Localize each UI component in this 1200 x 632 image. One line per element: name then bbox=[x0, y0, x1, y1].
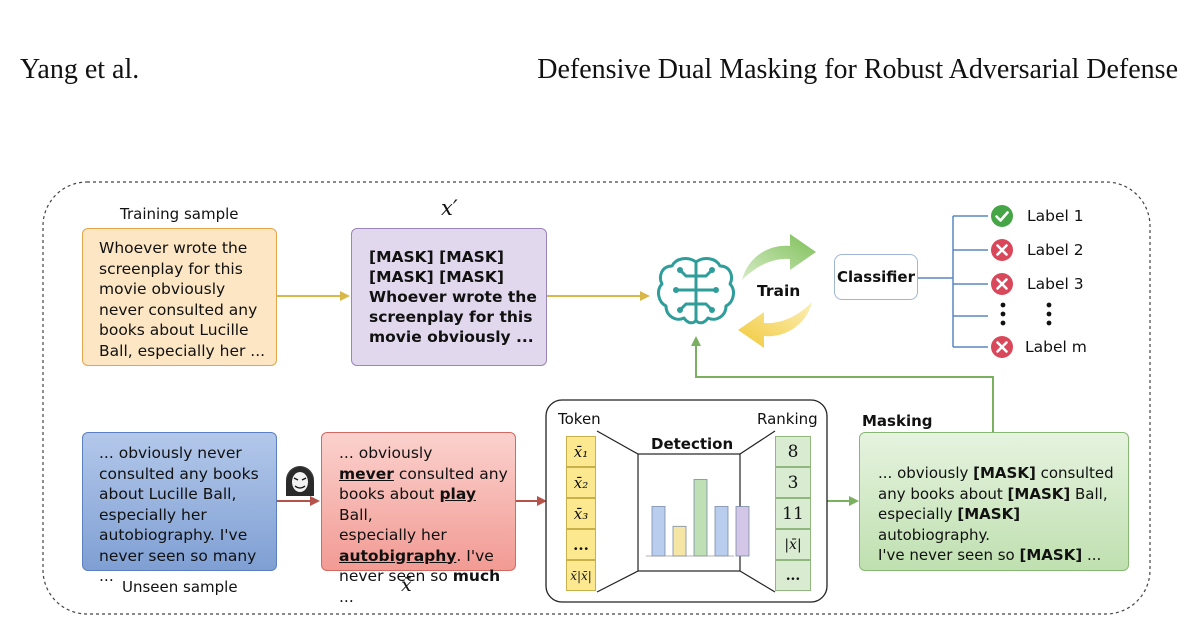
masking-text: ... bbox=[1082, 546, 1102, 564]
rank-cell: 11 bbox=[775, 498, 811, 529]
masked-line-4: screenplay for this bbox=[369, 308, 533, 326]
unseen-sample-box: ... obviously never consulted any books … bbox=[82, 432, 277, 585]
mask-token: [MASK] bbox=[957, 505, 1021, 523]
classifier-label: Classifier bbox=[837, 268, 915, 286]
adv-text-part: especially her bbox=[339, 526, 447, 544]
adv-text-part: books about bbox=[339, 485, 440, 503]
token-cell: x̄₁ bbox=[566, 436, 596, 467]
detection-bar bbox=[693, 479, 708, 557]
arrow-masking-to-model bbox=[691, 336, 994, 432]
token-column: x̄₁ x̄₂ x̄₃ ... x̄|x̄| bbox=[566, 436, 596, 593]
detection-bar-chart bbox=[646, 479, 750, 557]
adv-text-part: never seen so bbox=[339, 567, 453, 585]
adv-text-part: consulted any bbox=[393, 464, 508, 483]
detection-bar bbox=[735, 506, 750, 557]
perturbed-word-3: autobigraphy bbox=[339, 546, 457, 565]
rank-cell: ... bbox=[775, 560, 811, 591]
detection-bar bbox=[651, 506, 666, 557]
mask-token: [MASK] bbox=[973, 464, 1036, 482]
training-sample-text: Whoever wrote the screenplay for this mo… bbox=[99, 239, 266, 360]
detection-title: Detection bbox=[651, 435, 734, 453]
mask-token: [MASK] bbox=[1007, 484, 1071, 503]
rank-cell: 8 bbox=[775, 436, 811, 467]
masking-line-2: any books about [MASK] Ball, bbox=[878, 484, 1124, 505]
unseen-sample-text: ... obviously never consulted any books … bbox=[99, 444, 259, 585]
adversarial-sample-text: ... obviously mever consulted any books … bbox=[339, 443, 511, 607]
adv-text-part: ... obviously bbox=[339, 444, 433, 462]
masking-box: ... obviously [MASK] consulted any books… bbox=[859, 432, 1129, 571]
adv-text-part: ... bbox=[339, 587, 354, 606]
hacker-icon bbox=[286, 466, 314, 496]
classifier-tree-lines bbox=[918, 215, 988, 348]
masking-text: any books about bbox=[878, 484, 1008, 503]
unseen-sample-label: Unseen sample bbox=[122, 578, 238, 596]
token-cell: x̄₃ bbox=[566, 498, 596, 529]
check-icon bbox=[991, 205, 1013, 227]
train-label: Train bbox=[757, 282, 801, 300]
masking-line-4: I've never seen so [MASK] ... bbox=[878, 545, 1124, 566]
running-head-authors: Yang et al. bbox=[20, 54, 140, 85]
training-sample-box: Whoever wrote the screenplay for this mo… bbox=[82, 228, 277, 366]
detection-bar bbox=[672, 525, 687, 557]
training-sample-label: Training sample bbox=[120, 205, 239, 223]
cross-icon bbox=[991, 239, 1013, 261]
adv-text-part: . I've bbox=[456, 546, 494, 565]
train-cycle-arrow-up bbox=[742, 234, 816, 280]
perturbed-word-2: play bbox=[439, 485, 476, 503]
masked-line-5: movie obviously ... bbox=[369, 328, 534, 346]
masking-label: Masking bbox=[862, 412, 933, 430]
masked-line-2: [MASK] [MASK] bbox=[369, 268, 504, 286]
neural-model-brain-icon bbox=[657, 257, 735, 325]
masking-text: consulted bbox=[1035, 464, 1114, 482]
ellipsis-dots bbox=[1000, 302, 1052, 326]
label-3-text: Label 3 bbox=[1027, 275, 1084, 293]
masking-line-1: ... obviously [MASK] consulted bbox=[878, 463, 1124, 484]
cross-icon bbox=[991, 273, 1013, 295]
perturbed-word-4: much bbox=[452, 567, 501, 585]
masked-training-box: [MASK] [MASK] [MASK] [MASK] Whoever wrot… bbox=[351, 228, 547, 366]
masking-text: especially bbox=[878, 505, 958, 523]
label-m-text: Label m bbox=[1025, 338, 1087, 356]
dashed-frame bbox=[42, 181, 1151, 615]
masked-input-symbol: x′ bbox=[441, 196, 458, 220]
masked-line-3: Whoever wrote the bbox=[369, 288, 537, 306]
detection-bar bbox=[714, 506, 729, 557]
masking-text: ... obviously bbox=[878, 464, 974, 482]
masking-text: Ball, bbox=[1070, 484, 1108, 503]
masking-text: autobiography. bbox=[878, 525, 991, 544]
rank-cell: |x̄| bbox=[775, 529, 811, 560]
adversarial-sample-box: ... obviously mever consulted any books … bbox=[321, 432, 516, 606]
masked-line-1: [MASK] [MASK] bbox=[369, 248, 504, 266]
running-head-title: Defensive Dual Masking for Robust Advers… bbox=[537, 54, 1178, 85]
ranking-column: 8 3 11 |x̄| ... bbox=[775, 436, 811, 593]
masking-line-3: especially [MASK] autobiography. bbox=[878, 504, 1124, 545]
cross-icon bbox=[991, 336, 1013, 358]
adversarial-symbol: x̄ bbox=[401, 574, 412, 596]
label-2-text: Label 2 bbox=[1027, 241, 1084, 259]
token-cell: x̄₂ bbox=[566, 467, 596, 498]
ranking-column-label: Ranking bbox=[757, 410, 818, 428]
mask-token: [MASK] bbox=[1019, 546, 1083, 564]
train-cycle-arrow-down bbox=[738, 302, 812, 348]
label-1-text: Label 1 bbox=[1027, 207, 1084, 225]
adv-text-part: Ball, bbox=[339, 505, 373, 524]
perturbed-word-1: mever bbox=[339, 464, 394, 483]
classifier-box: Classifier bbox=[834, 254, 918, 300]
token-column-label: Token bbox=[558, 410, 601, 428]
token-cell: ... bbox=[566, 529, 596, 560]
rank-cell: 3 bbox=[775, 467, 811, 498]
masking-text: I've never seen so bbox=[878, 546, 1020, 564]
token-cell: x̄|x̄| bbox=[566, 560, 596, 591]
